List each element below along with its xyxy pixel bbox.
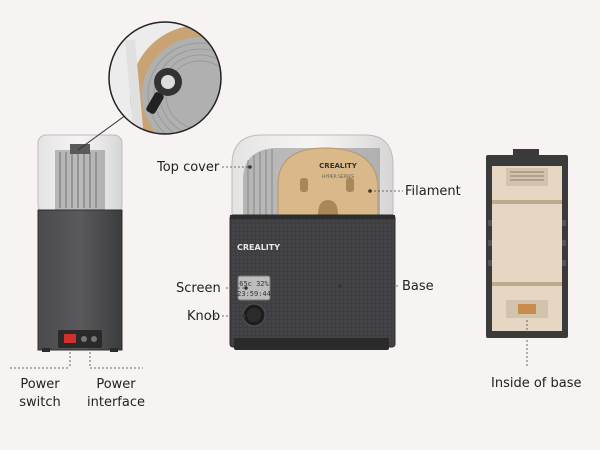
screen-line-2: 23:59:44: [237, 290, 271, 298]
zoom-detail: [109, 22, 221, 134]
spool-series: HYPER SERIES: [322, 174, 354, 180]
power-switch-line-1: Power: [20, 377, 60, 392]
device-brand-logo: CREALITY: [237, 243, 280, 252]
main-unit: CREALITY HYPER SERIES CREALITY 65c 32% 2…: [229, 134, 396, 350]
callout-base: Base: [402, 279, 434, 294]
callout-filament: Filament: [405, 184, 461, 199]
power-interface-line-2: interface: [87, 395, 145, 410]
callout-knob: Knob: [187, 309, 220, 324]
callout-top-cover: Top cover: [157, 160, 220, 175]
power-switch[interactable]: [64, 334, 76, 343]
power-interface-line-1: Power: [96, 377, 136, 392]
inside-base-view: [486, 149, 568, 338]
callout-inside-base: Inside of base: [491, 376, 582, 391]
callout-power-interface: Power interface: [86, 377, 146, 411]
callout-power-switch: Power switch: [12, 377, 68, 411]
side-view-unit: [37, 134, 123, 352]
power-switch-line-2: switch: [19, 395, 61, 410]
filament-spool: [277, 147, 379, 216]
spool-brand: CREALITY: [319, 162, 358, 170]
power-interface-port: [81, 336, 87, 342]
screen-line-1: 65c 32%: [239, 280, 269, 288]
callout-screen: Screen: [176, 281, 221, 296]
